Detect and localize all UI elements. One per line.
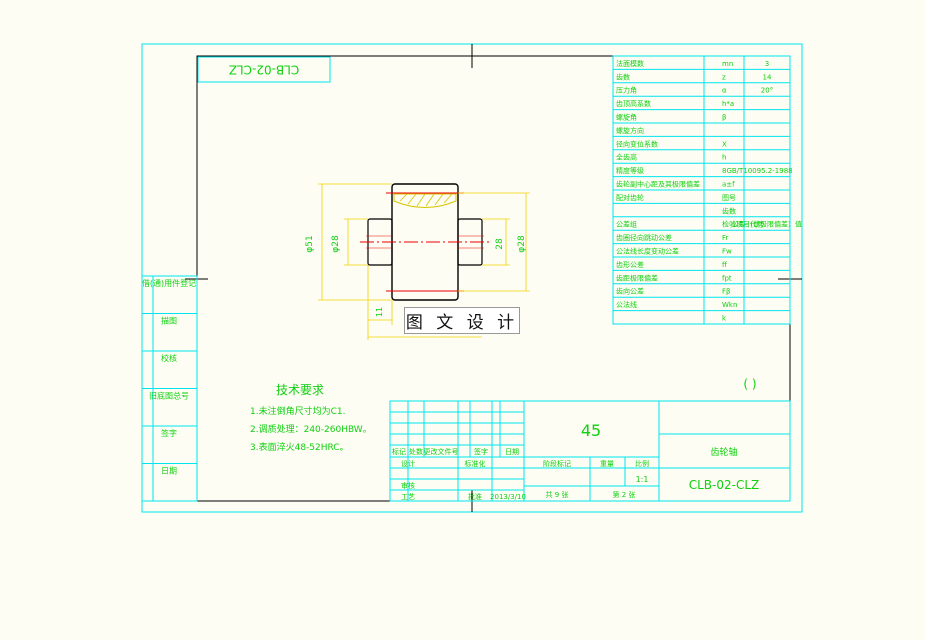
code-box — [197, 56, 331, 83]
param-symbol: Fr — [722, 234, 729, 242]
gear-shaft: φ51 φ28 28 φ28 11 — [305, 183, 530, 340]
param-label: 螺旋方向 — [616, 126, 644, 135]
side-label: 校核 — [161, 353, 177, 363]
parameter-table: 法面模数 mn 3 齿数 z 14 压力角 α 20° 齿顶高系数 h*a 螺旋角 β 螺旋方向径向变位系… — [612, 55, 802, 325]
param-label: 配对齿轮 — [616, 193, 644, 202]
param-label: 齿形公差 — [616, 260, 644, 269]
tb-review: 审核 — [401, 481, 415, 490]
param-label: 齿数 — [616, 72, 630, 81]
param-symbol: 图号 — [722, 194, 736, 202]
param-symbol: k — [722, 315, 727, 323]
side-label: 签字 — [161, 428, 177, 438]
drawing-number: CLB-02-CLZ — [689, 478, 760, 492]
sheet-border — [141, 43, 803, 513]
tb-approve: 批准 — [468, 492, 482, 501]
tb-mark: 标记 — [392, 447, 406, 456]
dim-len: 11 — [375, 307, 384, 317]
param-symbol: fpt — [722, 274, 732, 282]
dim-d2: φ28 — [331, 235, 341, 253]
tech-line-2: 2.调质处理：240-260HBW。 — [250, 423, 372, 435]
param-symbol: Fw — [722, 248, 732, 256]
param-symbol: ff — [722, 261, 727, 269]
dim-d4: 28 — [495, 238, 505, 250]
param-symbol: Fβ — [722, 288, 731, 296]
tb-scale-label: 比例 — [635, 459, 649, 468]
param-label: 齿顶高系数 — [616, 99, 651, 108]
tb-date: 日期 — [505, 448, 519, 456]
watermark-label: 图 文 设 计 — [404, 307, 520, 334]
tb-sign: 签字 — [474, 447, 488, 456]
param-label: 法面模数 — [616, 59, 644, 68]
title-block — [389, 400, 791, 502]
param-label: 齿轮副中心距及其极限偏差 — [616, 180, 700, 189]
param-value: 20° — [761, 87, 773, 95]
part-name: 齿轮轴 — [710, 446, 737, 458]
param-label: 齿距极限偏差 — [616, 273, 658, 282]
side-label: 旧底图总号 — [149, 391, 189, 401]
side-label: 日期 — [161, 467, 177, 476]
param-symbol: z — [722, 73, 726, 81]
param-value: 14 — [763, 73, 772, 81]
param-label: 径向变位系数 — [616, 139, 658, 148]
tooth-hatch — [393, 193, 457, 208]
side-label: 借(通)用件登记 — [142, 278, 196, 288]
tech-line-1: 1.未注倒角尺寸均为C1. — [250, 405, 345, 417]
param-value: 公差（或极限偏差）值 — [732, 220, 802, 229]
tb-design: 设计 — [401, 459, 415, 468]
code-brackets: ( ) — [743, 377, 756, 391]
tb-file: 更改文件号 — [424, 447, 459, 456]
tb-sheet: 第 2 张 — [613, 490, 636, 499]
param-label: 齿向公差 — [616, 287, 644, 296]
param-symbol: a±f — [722, 181, 735, 189]
param-symbol: β — [722, 114, 726, 122]
tb-craft: 工艺 — [401, 493, 415, 501]
tb-scale: 1:1 — [636, 475, 649, 484]
dim-d1: φ51 — [305, 235, 315, 252]
param-symbol: mn — [722, 60, 733, 68]
tech-heading: 技术要求 — [276, 383, 324, 397]
param-symbol: 齿数 — [722, 206, 736, 215]
param-symbol: X — [722, 140, 727, 148]
param-label: 螺旋角 — [616, 113, 637, 122]
param-label: 压力角 — [616, 86, 637, 95]
param-label: 公法线长度变动公差 — [616, 247, 679, 256]
param-symbol: h*a — [722, 100, 734, 108]
param-label: 全齿高 — [616, 153, 637, 162]
param-label: 齿圈径向跳动公差 — [616, 233, 672, 242]
tb-standard: 标准化 — [465, 459, 486, 468]
param-symbol: Wkn — [722, 301, 737, 309]
code-rotated: CLB-02-CLZ — [229, 63, 300, 77]
tb-weight: 重量 — [600, 460, 614, 468]
param-symbol: h — [722, 154, 726, 162]
param-symbol: 8GB/T10095.2-1988 — [722, 167, 793, 175]
side-label: 描图 — [161, 316, 177, 326]
param-label: 精度等级 — [616, 166, 644, 175]
tb-total-sheets: 共 9 张 — [546, 490, 569, 499]
tech-line-3: 3.表面淬火48-52HRC。 — [250, 441, 349, 453]
tb-count: 处数 — [409, 447, 423, 456]
param-label: 公法线 — [616, 300, 637, 309]
param-value: 3 — [765, 60, 769, 68]
param-symbol: 检验项目代号 — [722, 220, 764, 229]
tb-stage: 阶段标记 — [543, 459, 571, 468]
tb-approve-date: 2013/3/10 — [490, 493, 526, 501]
param-symbol: α — [722, 87, 727, 95]
dim-d3: φ28 — [517, 235, 527, 253]
material: 45 — [581, 421, 601, 440]
param-label: 公差组 — [616, 220, 637, 229]
